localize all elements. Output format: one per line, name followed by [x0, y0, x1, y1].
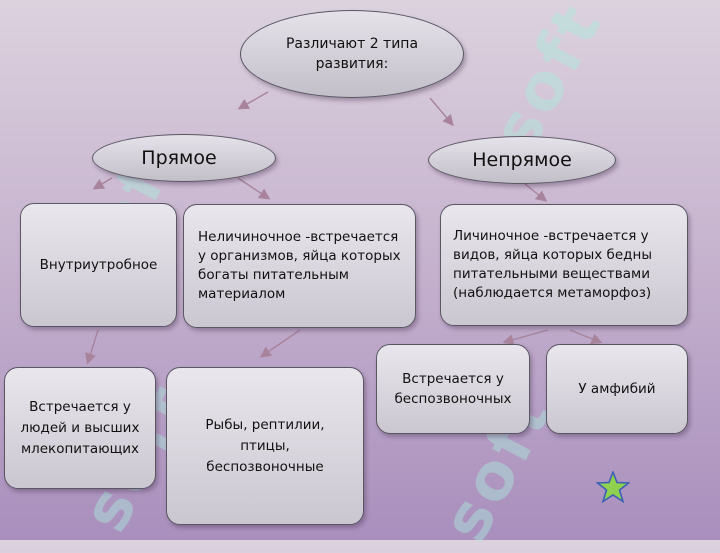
invertebrates-box: Встречается у беспозвоночных — [376, 344, 530, 434]
star-icon[interactable] — [596, 471, 630, 503]
root-text: Различают 2 типа развития: — [285, 36, 419, 72]
amphibians-text: У амфибий — [578, 381, 656, 397]
humans-text: Встречается у людей и высших млекопитающ… — [20, 398, 140, 457]
fish-text: Рыбы, рептилии, птицы, беспозвоночные — [205, 416, 325, 475]
direct-ellipse: Прямое — [92, 134, 276, 182]
non-larval-text: Неличиночное -встречается у организмов, … — [198, 229, 401, 302]
larval-text: Личиночное -встречается у видов, яйца ко… — [453, 228, 653, 301]
humans-box: Встречается у людей и высших млекопитающ… — [4, 367, 156, 489]
non-larval-box: Неличиночное -встречается у организмов, … — [183, 204, 416, 328]
larval-box: Личиночное -встречается у видов, яйца ко… — [440, 204, 688, 326]
direct-label: Прямое — [141, 147, 217, 169]
invertebrates-text: Встречается у беспозвоночных — [394, 371, 512, 407]
fish-box: Рыбы, рептилии, птицы, беспозвоночные — [166, 367, 364, 525]
intrauterine-box: Внутриутробное — [20, 203, 177, 327]
indirect-label: Непрямое — [472, 149, 572, 171]
amphibians-box: У амфибий — [546, 344, 688, 434]
indirect-ellipse: Непрямое — [428, 136, 616, 184]
intrauterine-text: Внутриутробное — [39, 257, 158, 273]
connector-lines — [85, 91, 603, 365]
root-ellipse: Различают 2 типа развития: — [240, 10, 464, 98]
